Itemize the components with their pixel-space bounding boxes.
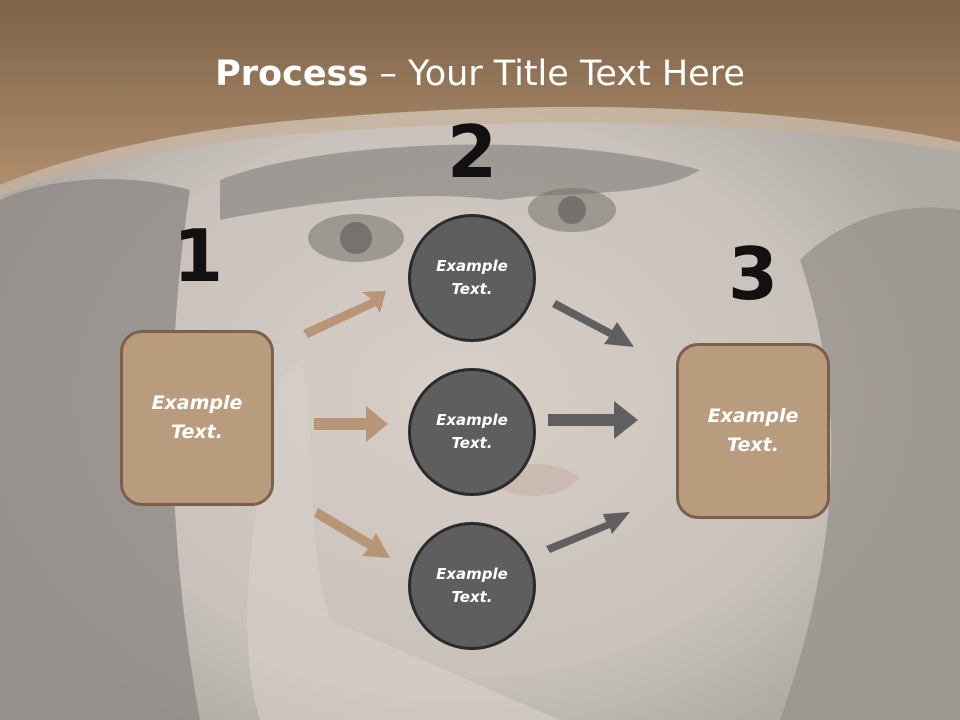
step-3-box: Example Text. (676, 343, 830, 519)
circle-3-line2: Text. (451, 588, 493, 606)
step-number-2: 2 (446, 110, 498, 194)
circle-3-line1: Example (436, 565, 508, 583)
title-rest: – Your Title Text Here (368, 54, 745, 94)
slide-title: Process – Your Title Text Here (0, 52, 960, 96)
step-3-line1: Example (707, 405, 799, 427)
arrow-top-to-right (552, 300, 634, 347)
circle-1: Example Text. (408, 214, 536, 342)
step-1-line1: Example (151, 392, 243, 414)
arrow-left-to-top (303, 291, 386, 338)
title-bold: Process (215, 54, 369, 94)
arrow-middle-to-right (548, 401, 638, 439)
step-number-1: 1 (172, 214, 224, 298)
arrow-bottom-to-right (546, 512, 630, 553)
circle-1-line1: Example (436, 257, 508, 275)
circle-2-line1: Example (436, 411, 508, 429)
circle-2-line2: Text. (451, 434, 493, 452)
circle-2: Example Text. (408, 368, 536, 496)
arrow-left-to-bottom (314, 508, 390, 558)
step-number-3: 3 (727, 232, 779, 316)
circle-3: Example Text. (408, 522, 536, 650)
circle-1-line2: Text. (451, 280, 493, 298)
arrow-left-to-middle (314, 406, 388, 442)
step-1-line2: Text. (171, 421, 223, 443)
step-1-box: Example Text. (120, 330, 274, 506)
step-3-line2: Text. (727, 434, 779, 456)
